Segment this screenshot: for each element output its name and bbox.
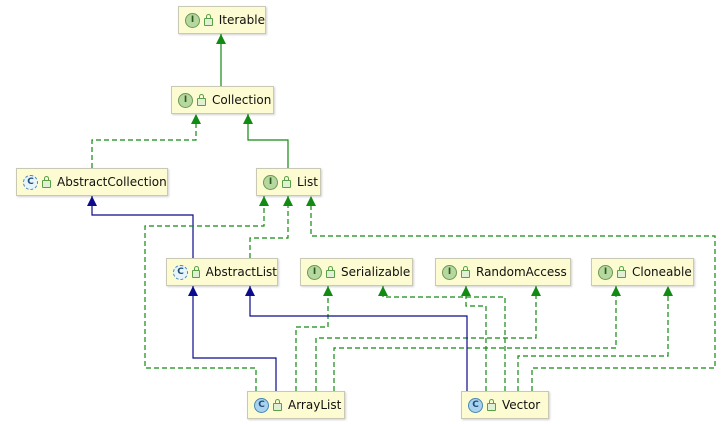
class-icon: C	[468, 397, 483, 413]
interface-icon: I	[178, 92, 193, 108]
public-visibility-icon	[487, 399, 496, 411]
public-visibility-icon	[192, 266, 200, 278]
edge-arraylist-serializable	[295, 286, 333, 391]
class-icon: C	[254, 397, 269, 413]
node-list[interactable]: I List	[256, 168, 321, 196]
abstract-class-icon: C	[23, 174, 38, 190]
edge-vector-abstractlist	[245, 286, 468, 391]
public-visibility-icon	[197, 94, 206, 106]
public-visibility-icon	[273, 399, 282, 411]
edge-vector-list	[306, 196, 716, 391]
node-abstractcollection[interactable]: C AbstractCollection	[16, 168, 168, 196]
node-label: Iterable	[218, 13, 265, 27]
node-label: Cloneable	[632, 265, 692, 279]
public-visibility-icon	[204, 14, 213, 26]
edge-arraylist-randomaccess	[315, 286, 541, 391]
interface-icon: I	[185, 12, 200, 28]
public-visibility-icon	[461, 266, 470, 278]
public-visibility-icon	[42, 176, 51, 188]
node-cloneable[interactable]: I Cloneable	[591, 258, 694, 286]
node-label: Serializable	[341, 265, 411, 279]
edge-vector-cloneable	[517, 286, 673, 391]
edge-abstractcollection-collection	[91, 114, 201, 168]
interface-icon: I	[263, 174, 278, 190]
edge-abstractlist-list	[249, 196, 293, 258]
node-iterable[interactable]: I Iterable	[178, 6, 266, 34]
edge-abstractlist-abstractcollection	[87, 196, 194, 258]
public-visibility-icon	[617, 266, 626, 278]
node-label: AbstractList	[205, 265, 277, 279]
node-abstractlist[interactable]: C AbstractList	[166, 258, 278, 286]
node-serializable[interactable]: I Serializable	[300, 258, 413, 286]
node-vector[interactable]: C Vector	[461, 391, 549, 419]
interface-icon: I	[598, 264, 613, 280]
node-label: RandomAccess	[476, 265, 567, 279]
node-arraylist[interactable]: C ArrayList	[247, 391, 345, 419]
node-randomaccess[interactable]: I RandomAccess	[435, 258, 571, 286]
edge-arraylist-list	[144, 196, 269, 391]
node-label: List	[297, 175, 318, 189]
node-collection[interactable]: I Collection	[171, 86, 274, 114]
public-visibility-icon	[326, 266, 335, 278]
node-label: AbstractCollection	[57, 175, 167, 189]
interface-icon: I	[307, 264, 322, 280]
public-visibility-icon	[282, 176, 291, 188]
edge-vector-randomaccess	[461, 286, 487, 391]
interface-icon: I	[442, 264, 457, 280]
node-label: ArrayList	[288, 398, 342, 412]
edge-arraylist-abstractlist	[188, 286, 277, 391]
edge-list-collection	[243, 114, 289, 168]
node-label: Vector	[502, 398, 541, 412]
edge-vector-serializable	[378, 286, 506, 391]
abstract-class-icon: C	[173, 264, 188, 280]
node-label: Collection	[212, 93, 272, 107]
edge-arraylist-cloneable	[333, 286, 621, 391]
